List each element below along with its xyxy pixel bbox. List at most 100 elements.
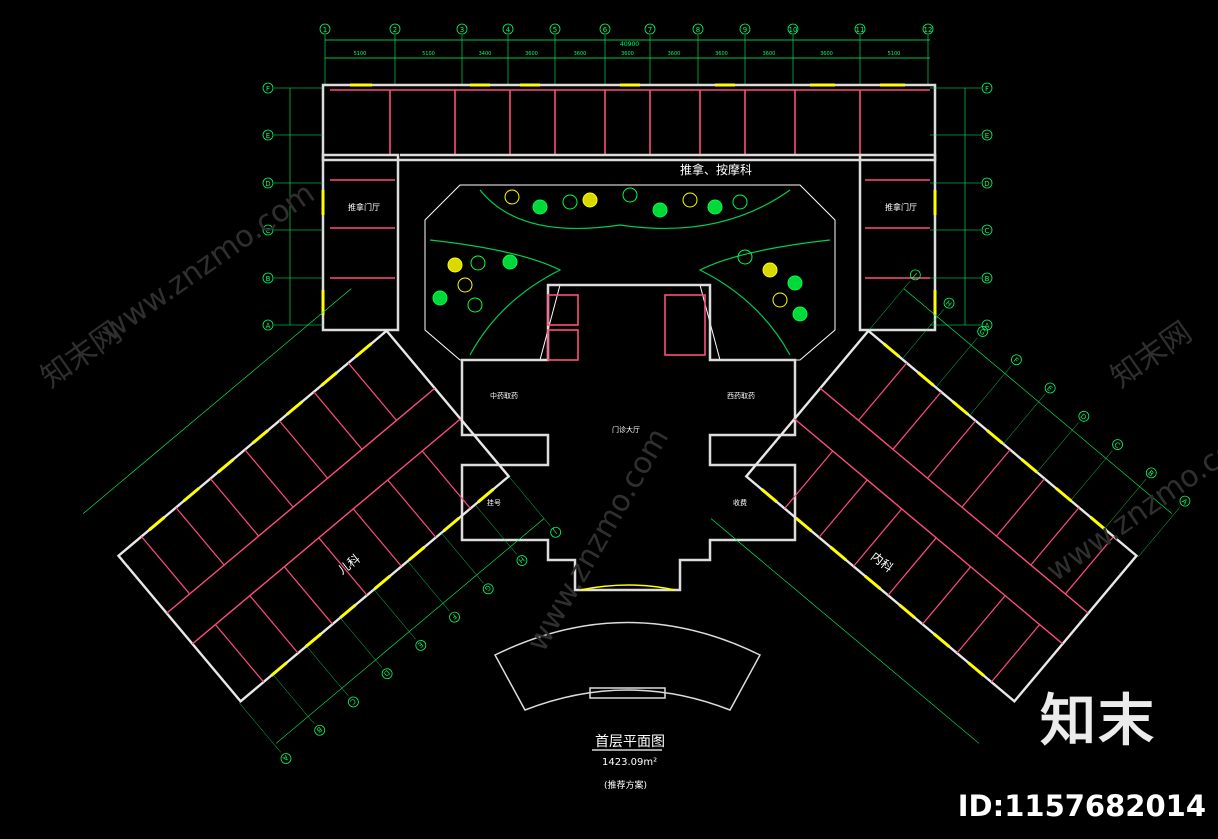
wing-room-wall [858,362,908,421]
wing-axis-line [1003,394,1046,445]
drawing-area: 1423.09m² [602,757,657,768]
wing-room-wall [209,478,260,537]
wing-room-wall [995,478,1046,537]
wing-dim-line [82,288,352,514]
brand-logo: 知末 [1040,689,1156,754]
wing-corridor-wall [166,387,436,614]
wing-axis-bubble [550,526,562,538]
wing-room-wall [244,449,294,508]
wing-axis-label: F [1012,356,1020,365]
col-axis-bubble [854,23,866,35]
segment-dim-label: 3600 [715,51,728,57]
wing-window [951,400,969,416]
wing-axis-bubble [516,555,528,566]
wing-window [182,487,200,503]
segment-dim-label: 3600 [820,51,833,57]
row-axis-label: A [985,322,990,330]
entrance-canopy [493,584,762,711]
wing-window [829,545,847,562]
wing-axis-line [238,702,282,753]
row-axis-label: E [985,132,989,140]
garden-tree [532,199,548,215]
wing-room-wall [347,362,397,421]
wing-dim-line [275,518,545,744]
wing-axis-bubble [482,583,494,595]
garden-tree [467,297,483,313]
wing-window [1089,516,1107,532]
row-axis-bubble [981,82,993,94]
wing-axis-bubble [1011,354,1022,366]
segment-dim-label: 3600 [621,51,634,57]
col-axis-bubble [319,23,331,35]
garden-tree [762,262,778,278]
col-axis-bubble [549,23,561,35]
wing-axis-label: E [1045,384,1054,393]
room-label-east-hall: 推拿门厅 [885,202,917,212]
col-axis-label: 9 [743,26,747,34]
wing-room-wall [784,450,834,509]
wing-axis-label: C [1112,441,1121,450]
garden-tree [432,290,448,306]
wing-axis-bubble [280,753,292,764]
wing-room-wall [318,537,368,596]
col-axis-label: 3 [460,26,464,34]
garden-tree [652,202,668,218]
wing-room-wall [961,449,1011,508]
wing-room-wall [278,420,329,479]
row-axis-label: F [985,85,989,93]
wing-axis-line [441,532,484,583]
wing-axis-line [901,309,945,360]
wing-corridor-wall [819,387,1089,614]
wing-window [217,458,235,474]
wing-axis-bubble [314,724,326,736]
garden-tree [707,199,723,215]
room-label-north-corridor: 推拿、按摩科 [680,162,752,177]
segment-dim-label: 3400 [479,51,492,57]
wing-window [477,488,495,504]
wing-axis-bubble [1112,439,1123,450]
wing-axis-label: G [483,583,492,593]
wing-room-wall [990,624,1041,683]
col-axis-label: 11 [856,26,865,34]
wing-window [898,603,916,619]
wing-window [932,632,951,648]
wing-room-wall [313,391,363,450]
col-axis-label: 2 [393,26,397,34]
wing-axis-bubble [1145,467,1157,479]
garden-trees [432,187,808,322]
wing-axis-label: H [517,555,526,565]
room-label-se-small: 收费 [733,498,747,507]
garden-tree [562,194,578,210]
garden-tree [457,277,473,293]
wing-axis-label: A [1180,497,1189,506]
wing-axis-bubble [381,668,393,680]
wing-window [373,574,391,590]
wing-axis-line [1104,478,1147,529]
wing-window [917,371,935,387]
room-label-sw-small: 挂号 [487,498,501,507]
wing-axis-label: J [552,527,560,535]
wing-window [148,516,166,532]
wing-room-wall [853,508,903,567]
col-axis-bubble [502,23,514,35]
wing-axis-line [272,674,315,725]
segment-dim-label: 5100 [422,51,435,57]
wing-axis-line [407,561,450,612]
wing-axis-label: C [348,697,357,706]
row-axis-bubble [262,82,274,94]
wing-axis-bubble [415,639,427,651]
wing-axis-line [935,337,978,388]
room-label-se-wing: 内科 [868,549,896,575]
row-axis-label: D [265,180,270,188]
wing-axis-line [340,617,383,668]
wing-axis-bubble [449,611,460,623]
row-axis-bubble [981,319,993,331]
row-axis-label: C [985,227,990,235]
garden-tree [737,249,753,265]
wing-axis-line [969,365,1012,416]
wing-axis-label: H [944,299,953,309]
